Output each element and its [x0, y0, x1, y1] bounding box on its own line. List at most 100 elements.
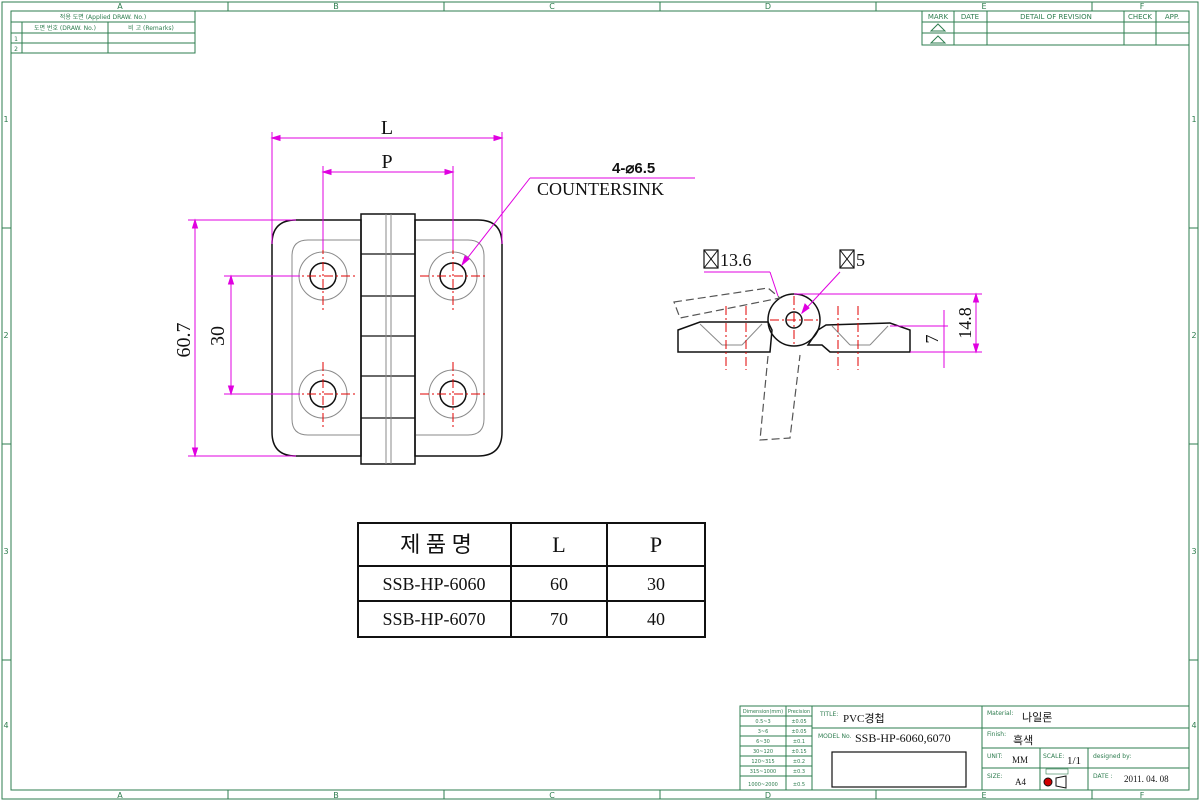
col-letter-top-e: E — [981, 2, 986, 11]
title-block: TITLE: PVC경첩 MODEL No. SSB-HP-6060,6070 … — [811, 705, 1190, 791]
col-letter-bottom-e: E — [981, 791, 986, 800]
product-row-P: 30 — [647, 574, 665, 594]
row-number-left-1: 1 — [3, 115, 8, 124]
finish-value: 흑색 — [1013, 733, 1033, 747]
tol-dim: 120~315 — [751, 759, 774, 765]
hole-callout-countersink: COUNTERSINK — [537, 179, 664, 199]
scale-value: 1/1 — [1067, 755, 1081, 767]
designed-label: designed by: — [1093, 753, 1131, 760]
revision-table: MARK DATE DETAIL OF REVISION CHECK APP. — [921, 10, 1190, 46]
square-symbol-icon — [703, 249, 719, 269]
date-value: 2011. 04. 08 — [1124, 774, 1169, 784]
size-label: SIZE: — [987, 773, 1003, 780]
dim-L-label: L — [381, 117, 393, 139]
col-letter-top-d: D — [765, 2, 771, 11]
applied-drawing-table: 적용 도면 (Applied DRAW. No.) 도면 번호 (DRAW. N… — [10, 10, 196, 54]
date-label: DATE : — [1093, 773, 1113, 780]
revision-triangle-icon — [929, 23, 947, 32]
col-letter-bottom-a: A — [117, 791, 123, 800]
product-table: 제 품 명 L P SSB-HP-6060 60 30 SSB-HP-6070 … — [357, 522, 706, 638]
tol-dim: 0.5~3 — [755, 719, 770, 725]
scale-label: SCALE: — [1043, 753, 1064, 760]
tol-header-prec: Precision — [788, 709, 810, 715]
tol-dim: 6~30 — [756, 739, 770, 745]
applied-table-header: 적용 도면 (Applied DRAW. No.) — [60, 13, 146, 21]
tol-prec: ±0.05 — [791, 719, 806, 725]
applied-table-col-remarks: 비 고 (Remarks) — [128, 24, 174, 32]
row-number-left-3: 3 — [3, 547, 8, 556]
tol-prec: ±0.15 — [791, 749, 806, 755]
row-number-right-1: 1 — [1191, 115, 1196, 124]
col-letter-bottom-c: C — [549, 791, 555, 800]
title-label: TITLE: — [819, 711, 838, 718]
product-row-L: 60 — [550, 574, 568, 594]
rev-header-date: DATE — [961, 13, 979, 21]
tol-header-dim: Dimension(mm) — [743, 709, 783, 715]
rev-header-mark: MARK — [928, 13, 949, 21]
side-view: 13.6 5 7 14.8 — [673, 249, 982, 441]
applied-table-row-2: 2 — [14, 46, 18, 53]
rev-header-app: APP. — [1165, 13, 1179, 21]
hole — [298, 369, 348, 419]
unit-label: UNIT: — [987, 753, 1003, 760]
front-view: L P 60.7 30 4-⌀6.5 COUNTERSINK — [173, 117, 695, 465]
product-header-L: L — [552, 532, 565, 557]
revision-triangle-icon — [929, 35, 947, 44]
hole — [428, 369, 478, 419]
material-value: 나일론 — [1022, 710, 1052, 724]
dim-height-label: 60.7 — [173, 323, 195, 358]
col-letter-bottom-f: F — [1140, 791, 1145, 800]
col-letter-top-a: A — [117, 2, 123, 11]
finish-label: Finish: — [987, 731, 1006, 738]
rev-header-check: CHECK — [1128, 13, 1152, 21]
square-symbol-icon — [839, 249, 855, 269]
projection-symbol-icon — [1043, 768, 1069, 789]
product-row-L: 70 — [550, 609, 568, 629]
applied-table-col-drawno: 도면 번호 (DRAW. No.) — [34, 24, 96, 32]
unit-value: MM — [1012, 755, 1028, 765]
col-letter-bottom-b: B — [333, 791, 339, 800]
product-header-P: P — [650, 532, 662, 557]
tol-dim: 30~120 — [753, 749, 773, 755]
col-letter-bottom-d: D — [765, 791, 771, 800]
title-value: PVC경첩 — [843, 712, 885, 725]
dim-square-5: 5 — [856, 250, 865, 270]
tol-dim: 3~6 — [758, 729, 769, 735]
size-value: A4 — [1015, 777, 1026, 787]
tol-prec: ±0.2 — [793, 759, 805, 765]
applied-table-row-1: 1 — [14, 36, 18, 43]
hole-callout: 4-⌀6.5 — [612, 160, 655, 177]
col-letter-top-c: C — [549, 2, 555, 11]
col-letter-top-f: F — [1140, 2, 1145, 11]
dim-P-label: P — [381, 151, 392, 173]
dim-14-8-label: 14.8 — [955, 307, 975, 339]
tol-prec: ±0.3 — [793, 769, 805, 775]
row-number-left-4: 4 — [3, 721, 8, 730]
tolerance-table: Dimension(mm) Precision 0.5~3 ±0.05 3~6 … — [739, 705, 813, 791]
tol-prec: ±0.5 — [793, 782, 805, 788]
tol-dim: 1000~2000 — [748, 782, 778, 788]
inner-frame — [10, 10, 1190, 791]
dim-pitch-label: 30 — [207, 326, 229, 346]
product-header-name: 제 품 명 — [400, 532, 472, 557]
row-number-left-2: 2 — [3, 331, 8, 340]
model-value: SSB-HP-6060,6070 — [855, 731, 951, 745]
dim-7-label: 7 — [922, 335, 942, 344]
tol-prec: ±0.1 — [793, 739, 805, 745]
model-label: MODEL No. — [818, 733, 852, 740]
row-number-right-4: 4 — [1191, 721, 1196, 730]
tol-dim: 315~1000 — [750, 769, 776, 775]
product-row-P: 40 — [647, 609, 665, 629]
rev-header-detail: DETAIL OF REVISION — [1020, 13, 1092, 21]
row-number-right-2: 2 — [1191, 331, 1196, 340]
material-label: Material: — [987, 710, 1013, 717]
product-row-model: SSB-HP-6070 — [382, 609, 485, 629]
product-row-model: SSB-HP-6060 — [382, 574, 485, 594]
dim-square-13-6: 13.6 — [720, 250, 752, 270]
col-letter-top-b: B — [333, 2, 339, 11]
row-number-right-3: 3 — [1191, 547, 1196, 556]
tol-prec: ±0.05 — [791, 729, 806, 735]
